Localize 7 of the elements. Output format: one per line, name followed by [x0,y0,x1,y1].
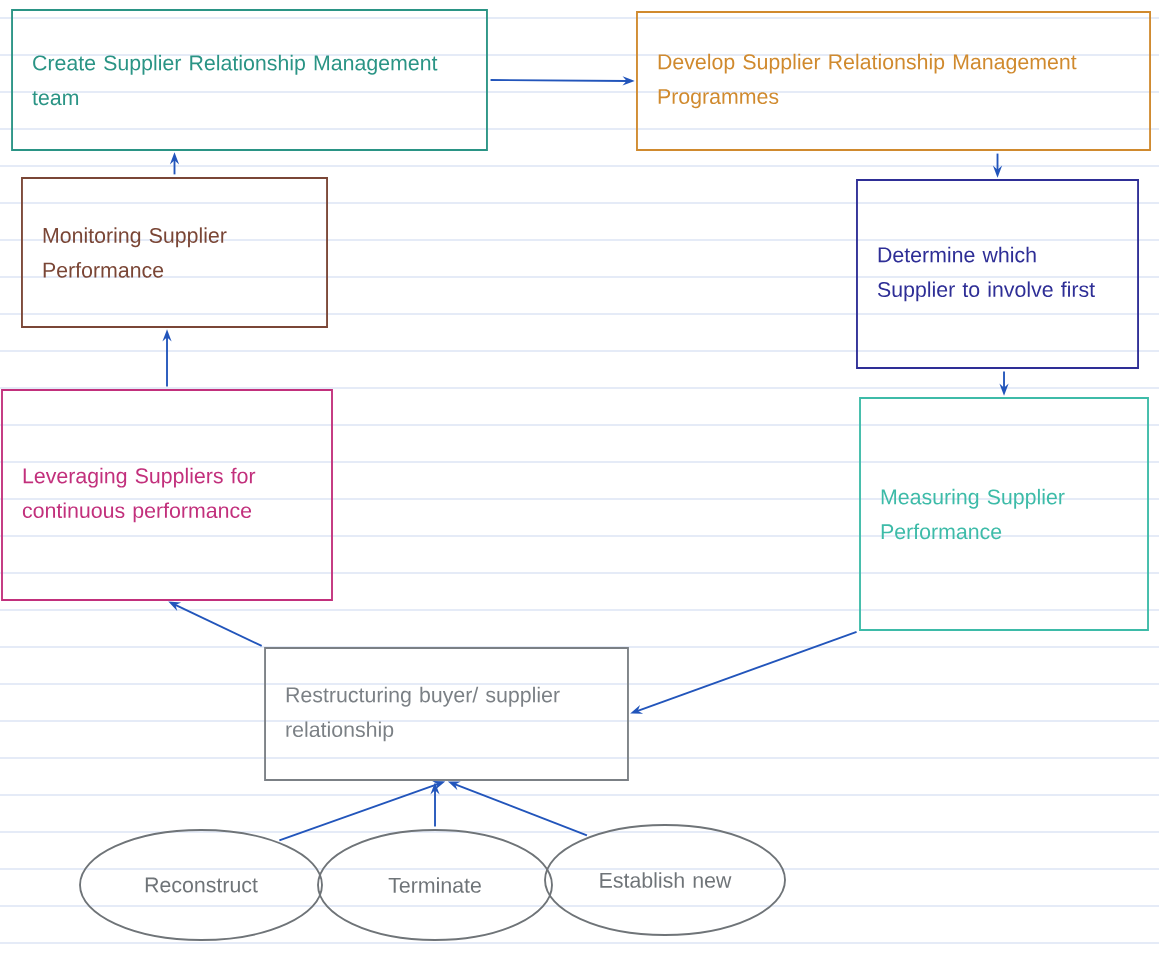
process-box: Measuring Supplier Performance [859,397,1149,631]
process-box: Determine which Supplier to involve first [856,179,1139,369]
process-box: Restructuring buyer/ supplier relationship [264,647,629,781]
process-box: Leveraging Suppliers for continuous performance [1,389,333,601]
process-box: Develop Supplier Relationship Management Programmes [636,11,1151,151]
process-box: Monitoring Supplier Performance [21,177,328,328]
process-box: Create Supplier Relationship Management team [11,9,488,151]
